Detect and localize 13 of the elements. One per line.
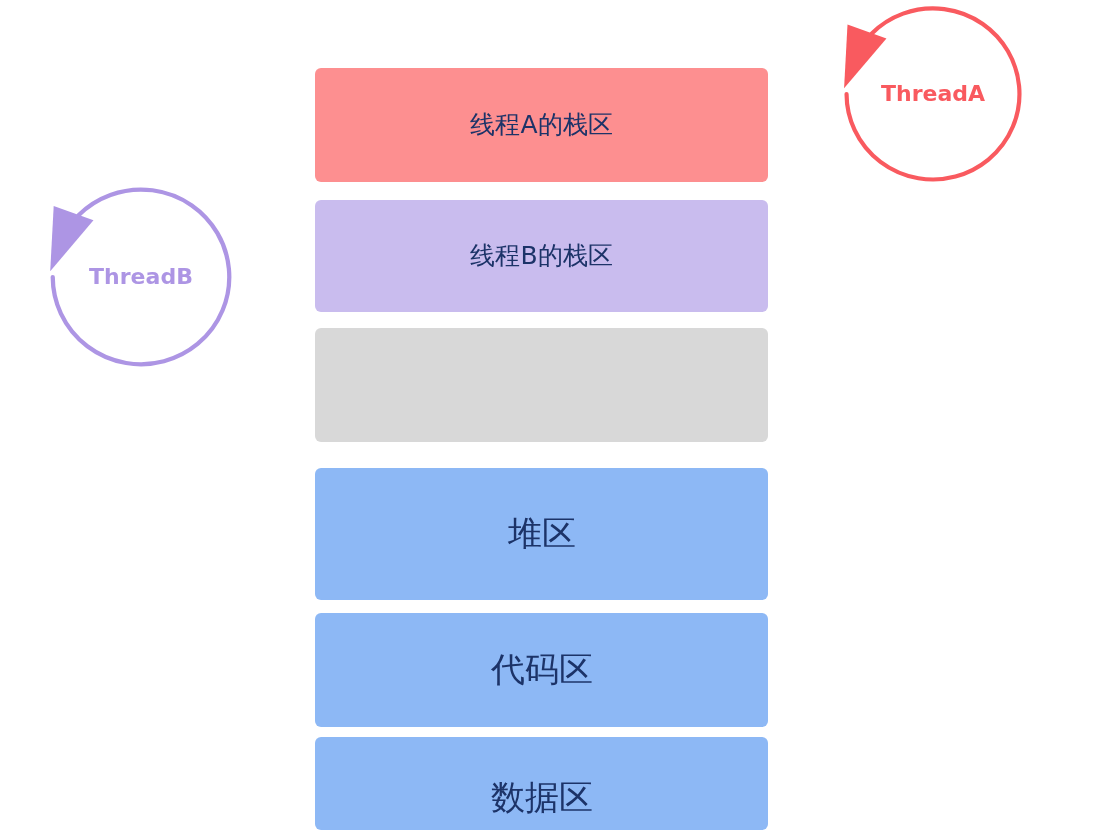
block-label: 线程A的栈区	[470, 111, 613, 139]
thread-label: ThreadA	[880, 81, 986, 107]
memory-block	[315, 468, 768, 600]
block-label: 代码区	[490, 651, 593, 689]
thread-label: ThreadB	[89, 264, 193, 290]
block-label: 数据区	[490, 778, 593, 817]
memory-block	[315, 200, 768, 312]
block-label: 线程B的栈区	[470, 242, 613, 270]
block-label: 堆区	[507, 515, 576, 553]
memory-block	[315, 328, 768, 442]
memory-block	[315, 737, 768, 830]
memory-block	[315, 68, 768, 182]
memory-block	[315, 613, 768, 727]
